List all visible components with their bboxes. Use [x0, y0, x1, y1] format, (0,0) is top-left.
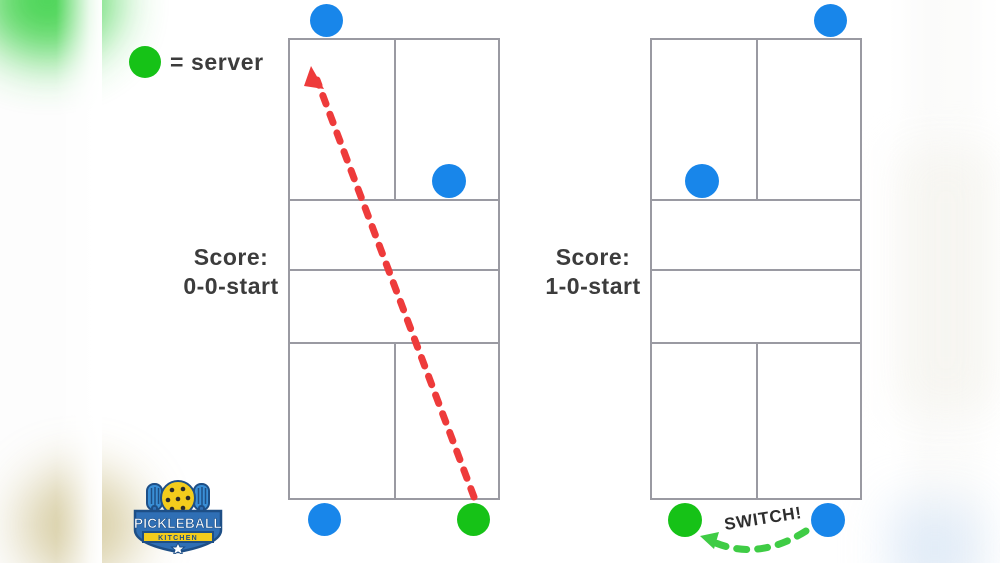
- left-court-partner-near-left: [308, 503, 341, 536]
- left-court-opponent-far-left: [310, 4, 343, 37]
- left-court-server-near-right: [457, 503, 490, 536]
- right-court-far-center-line: [756, 40, 758, 199]
- right-court-server-near-left: [668, 503, 702, 537]
- right-court-opponent-far-right: [814, 4, 847, 37]
- left-court: [288, 38, 500, 500]
- background-blur-olive: [20, 470, 140, 563]
- left-court-near-center-line: [394, 342, 396, 500]
- left-court-far-kitchen-line: [290, 199, 498, 201]
- right-court: [650, 38, 862, 500]
- left-court-opponent-kitchen-right: [432, 164, 466, 198]
- left-court-score-label: Score: 0-0-start: [183, 244, 279, 300]
- right-court-partner-near-right: [811, 503, 845, 537]
- legend-label: = server: [170, 49, 264, 75]
- background-blur-beige: [900, 150, 992, 410]
- left-court-far-center-line: [394, 40, 396, 199]
- legend-server-dot: [129, 46, 161, 78]
- right-court-near-center-line: [756, 342, 758, 500]
- logo-star-icon: [170, 541, 186, 554]
- left-court-net-line: [290, 269, 498, 271]
- pickleball-icon: [160, 480, 196, 516]
- right-letterbox-band: [888, 0, 1000, 563]
- switch-label: SWITCH!: [722, 502, 804, 535]
- right-court-score-label: Score: 1-0-start: [545, 244, 641, 300]
- right-court-net-line: [652, 269, 860, 271]
- left-letterbox-band: [0, 0, 140, 563]
- background-blur-blue: [890, 503, 980, 563]
- switch-arrow: [700, 527, 810, 553]
- right-court-opponent-kitchen-left: [685, 164, 719, 198]
- pickleball-kitchen-logo: PICKLEBALL KITCHEN: [134, 480, 223, 554]
- logo-primary-text: PICKLEBALL: [134, 516, 222, 531]
- background-blur-green: [0, 0, 115, 60]
- left-band-fade: [0, 0, 102, 563]
- logo-secondary-text: KITCHEN: [158, 535, 198, 542]
- right-court-far-kitchen-line: [652, 199, 860, 201]
- logo-banner: KITCHEN: [142, 531, 214, 543]
